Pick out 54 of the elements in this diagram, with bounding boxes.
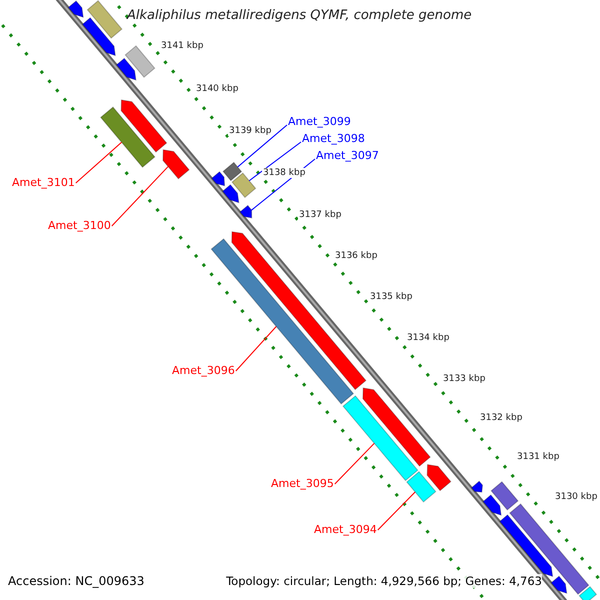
gene-block [499, 514, 554, 578]
scale-label: 3135 kbp [369, 292, 414, 302]
gene-block [211, 171, 226, 186]
accession-text: Accession: NC_009633 [8, 574, 144, 588]
scale-label: 3134 kbp [406, 333, 450, 343]
gene-label: Amet_3095 [271, 477, 334, 490]
genome-info-text: Topology: circular; Length: 4,929,566 bp; Genes: 4,763 [226, 574, 542, 588]
leader-line [334, 442, 375, 484]
gene-bar [86, 0, 123, 39]
gene-block [162, 149, 190, 180]
gene-label: Amet_3096 [172, 364, 235, 377]
gene-block [482, 494, 502, 516]
scale-label: 3139 kbp [228, 126, 272, 136]
gene-block [550, 576, 568, 594]
gene-block [426, 464, 452, 492]
scale-label: 3131 kbp [516, 452, 560, 462]
gene-block [120, 99, 168, 153]
gene-bar [222, 162, 242, 182]
leader-line [248, 142, 302, 182]
scale-label: 3141 kbp [160, 41, 204, 51]
scale-label: 3137 kbp [298, 210, 342, 220]
title: Alkaliphilus metalliredigens QYMF, complete genome [126, 7, 473, 24]
leader-line [111, 166, 169, 226]
gene-block [68, 0, 84, 18]
gene-block [362, 387, 431, 467]
gene-bar [578, 586, 598, 600]
gene-bar [406, 471, 436, 503]
scale-label: 3138 kbp [262, 168, 306, 178]
gene-label: Amet_3101 [12, 176, 75, 189]
gene-block [82, 17, 116, 56]
leader-line [377, 491, 416, 530]
gene-bar [342, 395, 418, 482]
gene-bar [124, 45, 156, 78]
gene-bar [231, 172, 256, 198]
leader-line [237, 124, 288, 168]
gene-label: Amet_3098 [302, 132, 365, 145]
scale-label: 3136 kbp [334, 251, 378, 261]
scale-label: 3133 kbp [442, 374, 486, 384]
scale-label: 3140 kbp [195, 84, 240, 94]
gene-block [116, 58, 136, 81]
gene-label: Amet_3097 [316, 149, 379, 162]
gene-bar [100, 106, 156, 168]
gene-block [470, 480, 484, 493]
leader-line [235, 326, 277, 372]
gene-block [239, 204, 252, 218]
gene-label: Amet_3099 [288, 115, 351, 128]
gene-bar [509, 503, 590, 595]
gene-bar [490, 481, 519, 511]
scale-label: 3132 kbp [479, 413, 524, 423]
gene-label: Amet_3094 [314, 523, 377, 536]
gene-block [222, 184, 240, 204]
gene-label: Amet_3100 [48, 219, 111, 232]
leader-line [75, 142, 122, 184]
scale-label: 3130 kbp [554, 492, 598, 502]
